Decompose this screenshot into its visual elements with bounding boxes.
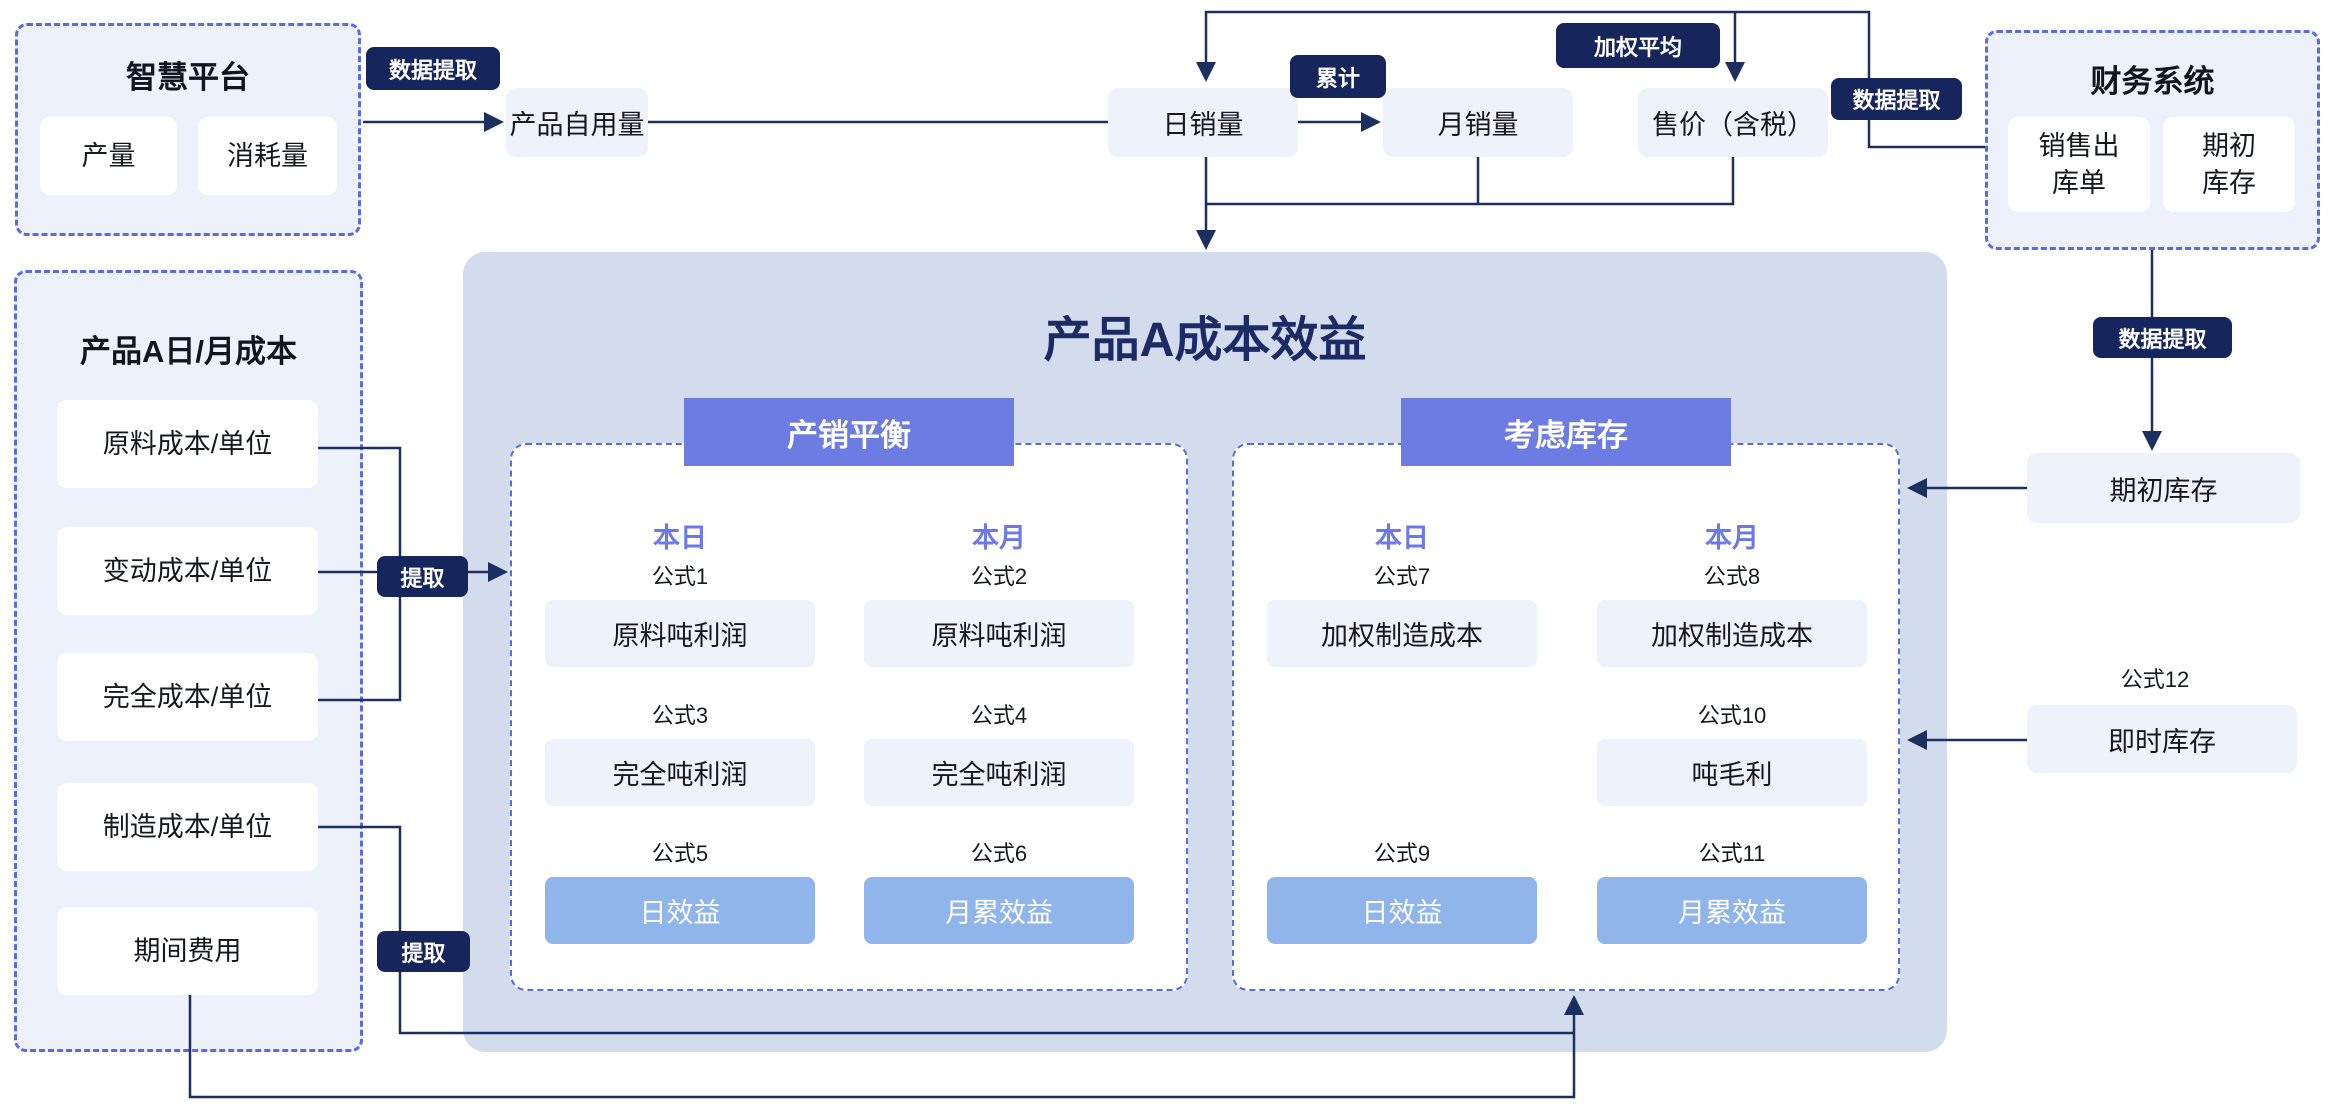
- balance-col1-period: 本日: [653, 523, 707, 553]
- balance-col2-formula6: 公式6: [970, 841, 1028, 866]
- inventory-col2-formula8: 公式8: [1703, 564, 1761, 589]
- balance-col1-box1: 原料吨利润: [545, 600, 815, 667]
- label-formula-12: 公式12: [2120, 667, 2190, 692]
- inventory-col2-formula11: 公式11: [1698, 841, 1766, 866]
- node-manufacturing-cost: 制造成本/单位: [57, 783, 318, 871]
- inventory-col1-result: 日效益: [1267, 877, 1537, 944]
- node-variable-cost: 变动成本/单位: [57, 527, 318, 615]
- balance-col1-formula1: 公式1: [651, 564, 709, 589]
- balance-col2-period: 本月: [972, 523, 1026, 553]
- node-full-cost: 完全成本/单位: [57, 653, 318, 741]
- main-title: 产品A成本效益: [1043, 314, 1367, 367]
- connector-manufacture-line: [318, 825, 1574, 1035]
- connector-period-expense-line: [188, 995, 1584, 1099]
- inventory-col2-period: 本月: [1705, 523, 1759, 553]
- badge-data-extract-right: 数据提取: [2093, 317, 2232, 358]
- inventory-col1-box1: 加权制造成本: [1267, 600, 1537, 667]
- balance-col1-formula5: 公式5: [651, 841, 709, 866]
- node-opening-inventory: 期初库存: [2027, 453, 2300, 523]
- badge-extract-lower: 提取: [377, 931, 470, 972]
- inventory-col1-period: 本日: [1375, 523, 1429, 553]
- finance-system-title: 财务系统: [2090, 64, 2215, 99]
- node-sales-outbound-order: 销售出 库单: [2008, 117, 2150, 212]
- node-price-incl-tax: 售价（含税）: [1638, 88, 1828, 157]
- balance-col2-formula2: 公式2: [970, 564, 1028, 589]
- node-opening-inventory-src: 期初 库存: [2163, 117, 2295, 212]
- node-daily-sales: 日销量: [1108, 88, 1298, 157]
- node-realtime-inventory: 即时库存: [2027, 705, 2297, 773]
- badge-data-extract-left: 数据提取: [366, 47, 500, 90]
- node-self-use-qty: 产品自用量: [506, 88, 648, 157]
- node-monthly-sales: 月销量: [1383, 88, 1573, 157]
- node-production-qty: 产量: [40, 117, 177, 195]
- badge-weighted-average: 加权平均: [1556, 23, 1720, 68]
- inventory-col2-box1: 加权制造成本: [1597, 600, 1867, 667]
- cost-panel-title: 产品A日/月成本: [80, 334, 297, 369]
- balance-col1-box2: 完全吨利润: [545, 739, 815, 806]
- inventory-col2-formula10: 公式10: [1697, 703, 1767, 728]
- connector-finance-top-line: [1196, 10, 1985, 149]
- inventory-col2-box2: 吨毛利: [1597, 739, 1867, 806]
- inventory-col1-formula9: 公式9: [1373, 841, 1431, 866]
- inventory-header: 考虑库存: [1401, 398, 1731, 466]
- badge-cumulative: 累计: [1290, 55, 1386, 98]
- balance-col1-result: 日效益: [545, 877, 815, 944]
- balance-col2-box1: 原料吨利润: [864, 600, 1134, 667]
- smart-platform-title: 智慧平台: [126, 60, 250, 95]
- badge-extract-upper: 提取: [377, 556, 468, 597]
- inventory-col1-formula7: 公式7: [1373, 564, 1431, 589]
- balance-header: 产销平衡: [684, 398, 1014, 466]
- balance-col2-result: 月累效益: [864, 877, 1134, 944]
- node-consumption-qty: 消耗量: [198, 117, 337, 195]
- node-period-expense: 期间费用: [57, 907, 318, 995]
- badge-data-extract-top-right: 数据提取: [1831, 78, 1962, 120]
- inventory-col2-result: 月累效益: [1597, 877, 1867, 944]
- balance-col2-box2: 完全吨利润: [864, 739, 1134, 806]
- connector-price-down: [1206, 157, 1735, 206]
- balance-col2-formula4: 公式4: [970, 703, 1028, 728]
- balance-col1-formula3: 公式3: [651, 703, 709, 728]
- node-raw-material-cost: 原料成本/单位: [57, 400, 318, 488]
